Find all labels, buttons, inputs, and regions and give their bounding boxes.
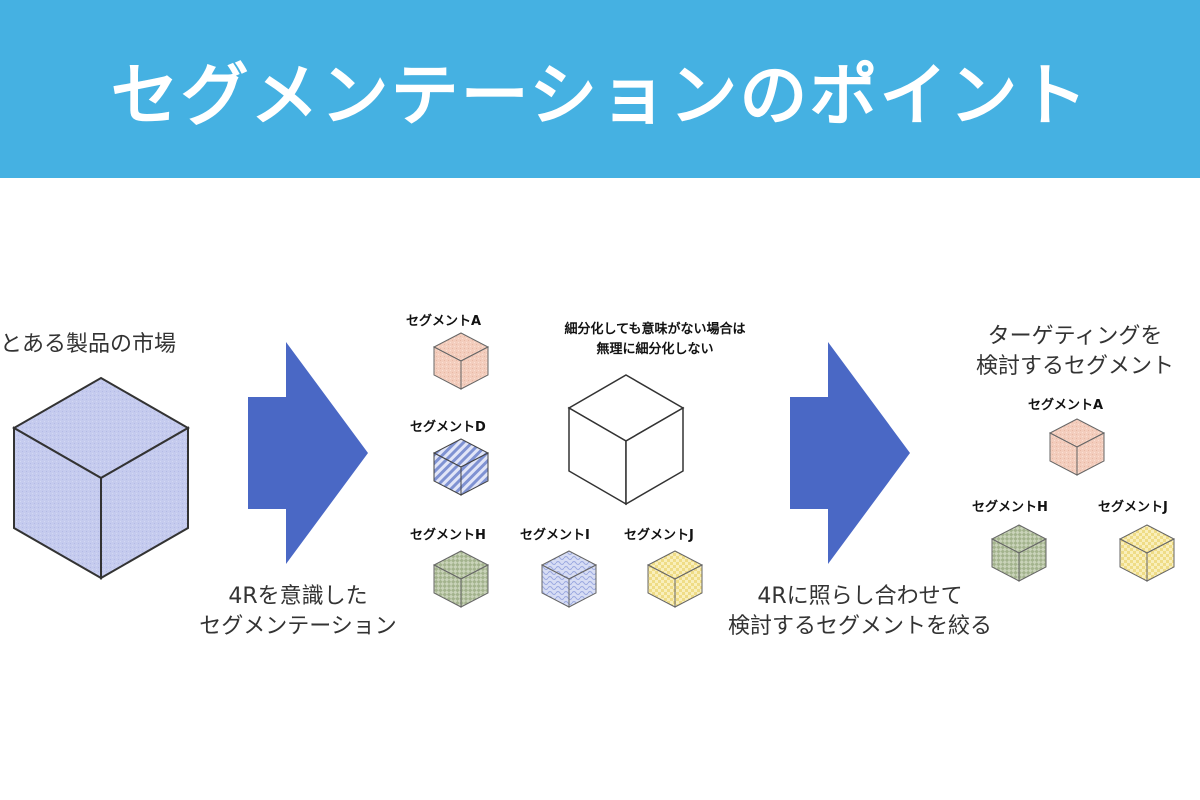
segment-j-cube xyxy=(646,550,704,608)
narrowing-caption-line1: 4Rに照らし合わせて xyxy=(757,584,963,609)
segment-i-cube xyxy=(540,550,598,608)
market-label: とある製品の市場 xyxy=(0,332,177,357)
page-title: セグメンテーションのポイント xyxy=(110,56,1090,136)
segment-h-label: セグメントH xyxy=(410,528,486,543)
undivided-cube xyxy=(567,374,685,506)
segment-h-cube xyxy=(432,550,490,608)
target-segment-h-cube xyxy=(990,524,1048,582)
segment-j-label: セグメントJ xyxy=(624,528,694,543)
title-banner: セグメンテーションのポイント xyxy=(0,0,1200,178)
segmentation-caption: 4Rを意識した セグメンテーション xyxy=(168,582,428,642)
target-segment-h-label: セグメントH xyxy=(972,500,1048,515)
arrow-right-1 xyxy=(248,342,368,564)
segment-a-label: セグメントA xyxy=(406,314,482,329)
target-heading-line2: 検討するセグメント xyxy=(975,354,1174,379)
target-segment-j-cube xyxy=(1118,524,1176,582)
segment-d-label: セグメントD xyxy=(410,420,486,435)
segmentation-caption-line1: 4Rを意識した xyxy=(228,584,368,609)
target-heading-line1: ターゲティングを xyxy=(987,324,1163,349)
narrowing-caption-line2: 検討するセグメントを絞る xyxy=(727,614,992,639)
segment-d-cube xyxy=(432,438,490,496)
segment-a-cube xyxy=(432,332,490,390)
subdivision-note-line1: 細分化しても意味がない場合は xyxy=(564,322,746,337)
segmentation-caption-line2: セグメンテーション xyxy=(199,614,397,639)
market-cube xyxy=(11,376,191,580)
target-segment-j-label: セグメントJ xyxy=(1098,500,1168,515)
segment-i-label: セグメントI xyxy=(520,528,590,543)
arrow-right-2 xyxy=(790,342,910,564)
narrowing-caption: 4Rに照らし合わせて 検討するセグメントを絞る xyxy=(710,582,1010,642)
subdivision-note-line2: 無理に細分化しない xyxy=(596,342,714,357)
target-segment-a-label: セグメントA xyxy=(1028,398,1104,413)
target-heading: ターゲティングを 検討するセグメント xyxy=(950,322,1200,382)
target-segment-a-cube xyxy=(1048,418,1106,476)
subdivision-note: 細分化しても意味がない場合は 無理に細分化しない xyxy=(520,320,790,360)
